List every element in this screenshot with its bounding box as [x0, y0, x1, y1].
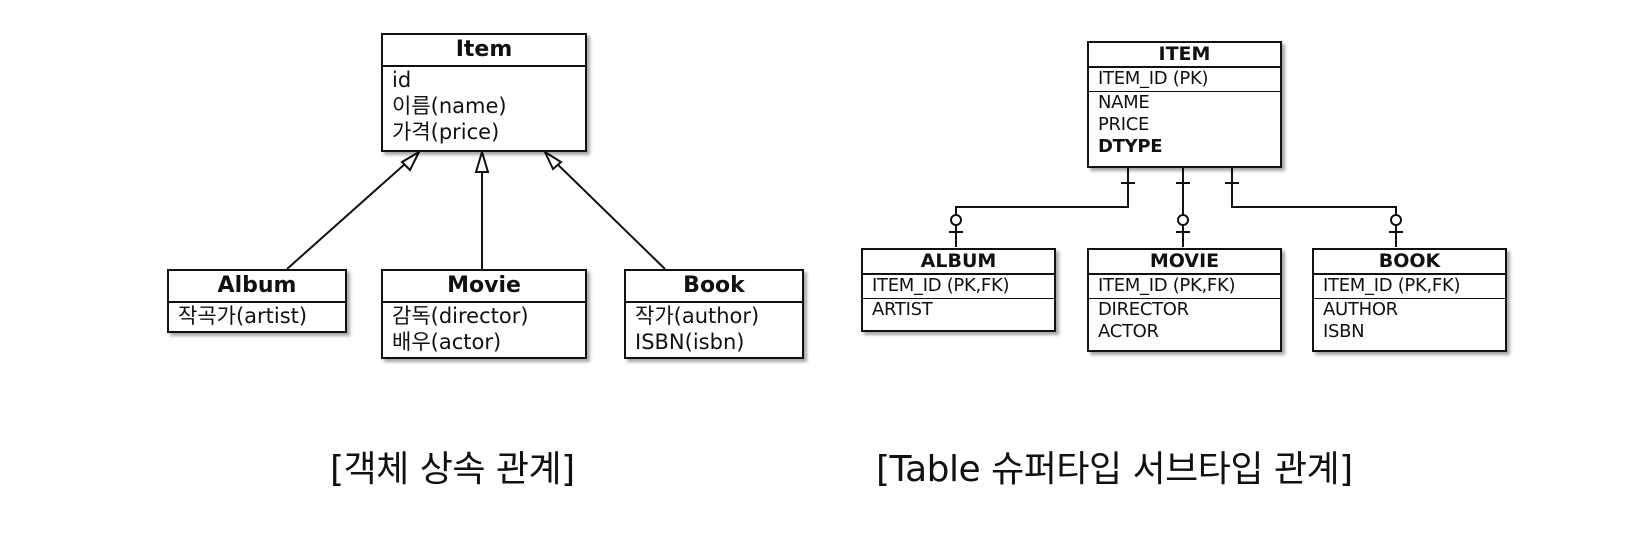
class-field: ISBN(isbn): [635, 330, 745, 354]
table-title: ITEM: [1089, 43, 1280, 68]
caption-object-inheritance: [객체 상속 관계]: [330, 449, 575, 490]
table-key-column: ITEM_ID (PK,FK): [1323, 275, 1461, 296]
table-key-column: ITEM_ID (PK): [1098, 68, 1209, 89]
table-keys: ITEM_ID (PK,FK): [1314, 275, 1505, 299]
class-fields: 작곡가(artist): [169, 303, 345, 330]
class-album: Album 작곡가(artist): [167, 269, 347, 333]
table-keys: ITEM_ID (PK,FK): [863, 275, 1054, 299]
table-title: ALBUM: [863, 250, 1054, 275]
table-column: ACTOR: [1098, 321, 1159, 342]
table-title: BOOK: [1314, 250, 1505, 275]
table-column: DIRECTOR: [1098, 299, 1189, 320]
class-field: 가격(price): [392, 120, 500, 144]
class-title: Book: [626, 271, 802, 303]
table-columns: DIRECTOR ACTOR: [1089, 299, 1280, 344]
relation-line-book: [1231, 167, 1397, 247]
table-keys: ITEM_ID (PK): [1089, 68, 1280, 92]
relation-optional-album: [950, 214, 962, 226]
class-fields: 감독(director) 배우(actor): [383, 303, 585, 356]
inheritance-arrowhead-album: [400, 149, 422, 172]
class-title: Movie: [383, 271, 585, 303]
table-item: ITEM ITEM_ID (PK) NAME PRICE DTYPE: [1087, 41, 1282, 168]
table-columns: ARTIST: [863, 299, 1054, 322]
table-keys: ITEM_ID (PK,FK): [1089, 275, 1280, 299]
class-item: Item id 이름(name) 가격(price): [381, 33, 587, 152]
class-field: 이름(name): [392, 94, 507, 118]
inheritance-arrowhead-book: [542, 149, 563, 171]
inheritance-line-album: [286, 154, 416, 270]
table-title: MOVIE: [1089, 250, 1280, 275]
inheritance-arrowhead-movie: [474, 148, 490, 173]
class-field: 작곡가(artist): [178, 304, 308, 328]
class-movie: Movie 감독(director) 배우(actor): [381, 269, 587, 359]
table-column-dtype: DTYPE: [1098, 136, 1163, 157]
class-field: id: [392, 68, 412, 92]
class-fields: id 이름(name) 가격(price): [383, 67, 585, 146]
table-columns: AUTHOR ISBN: [1314, 299, 1505, 344]
table-book: BOOK ITEM_ID (PK,FK) AUTHOR ISBN: [1312, 248, 1507, 352]
table-columns: NAME PRICE DTYPE: [1089, 92, 1280, 159]
class-book: Book 작가(author) ISBN(isbn): [624, 269, 804, 359]
table-key-column: ITEM_ID (PK,FK): [872, 275, 1010, 296]
class-fields: 작가(author) ISBN(isbn): [626, 303, 802, 356]
relation-optional-movie: [1177, 214, 1189, 226]
table-column: PRICE: [1098, 114, 1150, 135]
table-column: NAME: [1098, 92, 1150, 113]
table-key-column: ITEM_ID (PK,FK): [1098, 275, 1236, 296]
table-album: ALBUM ITEM_ID (PK,FK) ARTIST: [861, 248, 1056, 332]
relation-line-album: [955, 167, 1129, 247]
table-column: ARTIST: [872, 299, 933, 320]
caption-table-model: [Table 슈퍼타입 서브타입 관계]: [876, 449, 1353, 490]
table-column: AUTHOR: [1323, 299, 1398, 320]
class-field: 감독(director): [392, 304, 529, 328]
table-column: ISBN: [1323, 321, 1365, 342]
class-title: Item: [383, 35, 585, 67]
class-field: 배우(actor): [392, 330, 502, 354]
relation-optional-book: [1390, 214, 1402, 226]
table-movie: MOVIE ITEM_ID (PK,FK) DIRECTOR ACTOR: [1087, 248, 1282, 352]
class-title: Album: [169, 271, 345, 303]
class-field: 작가(author): [635, 304, 760, 328]
inheritance-line-book: [547, 154, 666, 270]
